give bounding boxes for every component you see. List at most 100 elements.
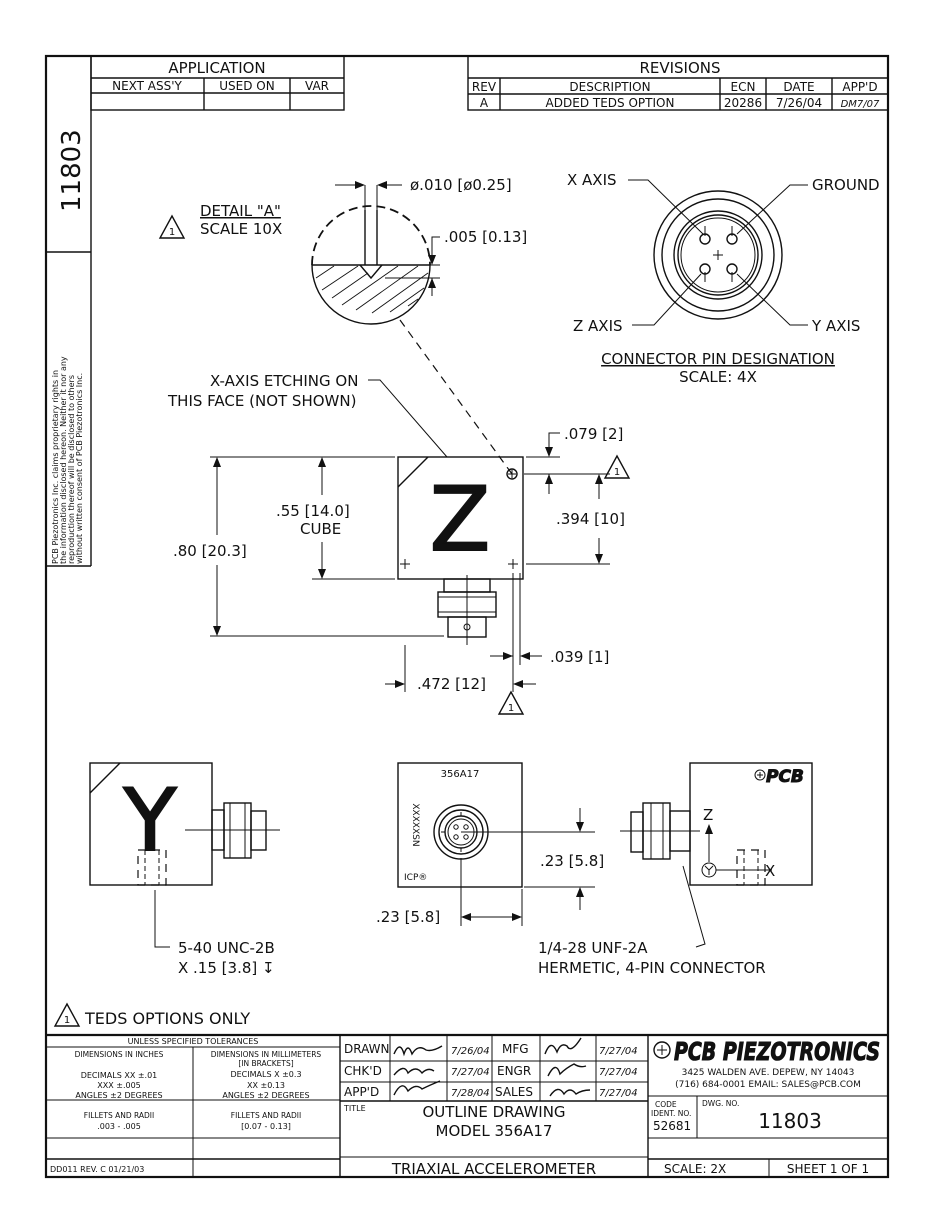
signature-sales xyxy=(549,1088,591,1097)
dim-cube-size: .55 [14.0] xyxy=(276,502,350,520)
signature-appd xyxy=(393,1080,441,1096)
rev-col-description: DESCRIPTION xyxy=(569,80,650,94)
dwg-label: DWG. NO. xyxy=(702,1099,739,1108)
detail-a: 1 DETAIL "A" SCALE 10X ø.010 [ø0.25] xyxy=(158,176,527,475)
tol-header: UNLESS SPECIFIED TOLERANCES xyxy=(128,1037,259,1046)
thread-note-2: X .15 [3.8] ↧ xyxy=(178,959,275,977)
dim-472: .472 [12] xyxy=(417,675,486,693)
connector-note-2: HERMETIC, 4-PIN CONNECTOR xyxy=(538,959,766,977)
notice-line-4: without written consent of PCB Piezotron… xyxy=(75,373,84,564)
pin-label-ground: GROUND xyxy=(812,176,880,194)
delta-marker-front-num: 1 xyxy=(614,467,620,478)
code-label-2: IDENT. NO. xyxy=(651,1109,691,1118)
col-var: VAR xyxy=(305,79,329,93)
side-face-letter-y: Y xyxy=(123,771,177,871)
pin-label-y-axis: Y AXIS xyxy=(811,317,860,335)
tol-mm-3: ANGLES ±2 DEGREES xyxy=(222,1091,309,1100)
tol-fillet-mm-2: [0.07 - 0.13] xyxy=(241,1122,291,1131)
signature-engr xyxy=(547,1063,587,1077)
tol-mm-head-1: DIMENSIONS IN MILLIMETERS xyxy=(211,1050,322,1059)
engr-date: 7/27/04 xyxy=(599,1067,638,1078)
dim-end-horizontal: .23 [5.8] xyxy=(376,908,440,926)
rev-a-date: 7/26/04 xyxy=(776,96,822,110)
signature-chkd xyxy=(393,1067,435,1076)
mfg-date: 7/27/04 xyxy=(599,1046,638,1057)
end-model-label: 356A17 xyxy=(441,769,480,780)
title-line-3: TRIAXIAL ACCELEROMETER xyxy=(391,1160,596,1178)
delta-marker-bottom-num: 1 xyxy=(508,703,514,714)
connector-note-1: 1/4-28 UNF-2A xyxy=(538,939,648,957)
title-line-1: OUTLINE DRAWING xyxy=(422,1103,565,1121)
rev-col-appd: APP'D xyxy=(842,80,877,94)
rev-col-ecn: ECN xyxy=(731,80,756,94)
label-sales: SALES xyxy=(495,1085,533,1099)
sheet-border xyxy=(44,54,890,1179)
rev-a-appd: DM7/07 xyxy=(841,99,880,110)
label-engr: ENGR xyxy=(497,1064,531,1078)
end-view: 356A17 XXXXXSN ICP® .23 [5.8] .23 [5.8] … xyxy=(376,762,766,977)
dim-height: .80 [20.3] xyxy=(173,542,247,560)
dim-hole-offset: .079 [2] xyxy=(564,425,623,443)
title-line-2: MODEL 356A17 xyxy=(436,1122,553,1140)
delta-marker-front xyxy=(603,454,631,479)
application-block: APPLICATION NEXT ASS'Y USED ON VAR xyxy=(90,55,345,111)
tol-inch-head: DIMENSIONS IN INCHES xyxy=(75,1050,164,1059)
notice-line-1: PCB Piezotronics Inc. claims proprietary… xyxy=(51,370,60,564)
dim-end-vertical: .23 [5.8] xyxy=(540,852,604,870)
tol-inch-1: DECIMALS XX ±.01 xyxy=(81,1071,158,1080)
label-drawn: DRAWN xyxy=(344,1042,390,1056)
right-logo: PCB xyxy=(766,767,804,787)
end-icp-label: ICP® xyxy=(404,873,427,883)
etch-note-2: THIS FACE (NOT SHOWN) xyxy=(167,392,356,410)
detail-dim-depth: .005 [0.13] xyxy=(444,228,527,246)
delta-marker-teds-num: 1 xyxy=(64,1015,70,1026)
form-number: DD011 REV. C 01/21/03 xyxy=(50,1165,144,1174)
front-view: X-AXIS ETCHING ON THIS FACE (NOT SHOWN) … xyxy=(167,372,631,715)
label-mfg: MFG xyxy=(502,1042,529,1056)
code-value: 52681 xyxy=(653,1119,691,1133)
detail-dim-dia: ø.010 [ø0.25] xyxy=(410,176,512,194)
sales-date: 7/27/04 xyxy=(599,1088,638,1099)
thread-note-1: 5-40 UNC-2B xyxy=(178,939,275,957)
label-appd: APP'D xyxy=(344,1085,379,1099)
delta-marker-bottom xyxy=(497,690,525,715)
side-drawing-number: 11803 xyxy=(57,129,87,212)
tol-fillet-in-1: FILLETS AND RADII xyxy=(84,1111,155,1120)
side-view: Y 5-40 UNC-2B X .15 [3.8] ↧ xyxy=(89,762,280,977)
delta-marker-detail xyxy=(158,214,186,239)
company-address: 3425 WALDEN AVE. DEPEW, NY 14043 xyxy=(682,1068,855,1078)
rev-a-ecn: 20286 xyxy=(724,96,762,110)
tol-inch-2: XXX ±.005 xyxy=(97,1081,141,1090)
connector-view-title: CONNECTOR PIN DESIGNATION xyxy=(601,350,835,368)
tol-inch-3: ANGLES ±2 DEGREES xyxy=(75,1091,162,1100)
dim-039: .039 [1] xyxy=(550,648,609,666)
signature-mfg xyxy=(544,1037,582,1055)
appd-date: 7/28/04 xyxy=(451,1088,490,1099)
dim-cube-label: CUBE xyxy=(300,520,341,538)
pcb-logo-icon xyxy=(754,769,766,781)
detail-title: DETAIL "A" xyxy=(200,202,281,220)
dim-394: .394 [10] xyxy=(556,510,625,528)
notice-line-2: the information disclosed hereon. Neithe… xyxy=(59,356,68,564)
right-z-label: Z xyxy=(703,806,713,824)
teds-note: 1 TEDS OPTIONS ONLY xyxy=(53,1002,250,1028)
scale-text: SCALE: 2X xyxy=(664,1162,726,1176)
rev-a-rev: A xyxy=(480,96,489,110)
label-chkd: CHK'D xyxy=(344,1064,382,1078)
cube-face-letter-z: Z xyxy=(430,468,490,571)
pin-label-x-axis: X AXIS xyxy=(567,171,617,189)
chkd-date: 7/27/04 xyxy=(451,1067,490,1078)
title-block: UNLESS SPECIFIED TOLERANCES DIMENSIONS I… xyxy=(46,1033,888,1178)
revisions-block: REVISIONS REV DESCRIPTION ECN DATE APP'D… xyxy=(467,55,889,111)
right-view: PCB Z X xyxy=(620,762,813,886)
tol-fillet-mm-1: FILLETS AND RADII xyxy=(231,1111,302,1120)
signature-drawn xyxy=(393,1045,443,1057)
cube-hole xyxy=(506,468,518,480)
detail-hatch xyxy=(315,265,429,314)
delta-marker-teds xyxy=(53,1002,81,1027)
application-title: APPLICATION xyxy=(168,59,265,77)
rev-a-description: ADDED TEDS OPTION xyxy=(546,96,675,110)
detail-scale: SCALE 10X xyxy=(200,220,282,238)
connector-view-scale: SCALE: 4X xyxy=(679,368,757,386)
